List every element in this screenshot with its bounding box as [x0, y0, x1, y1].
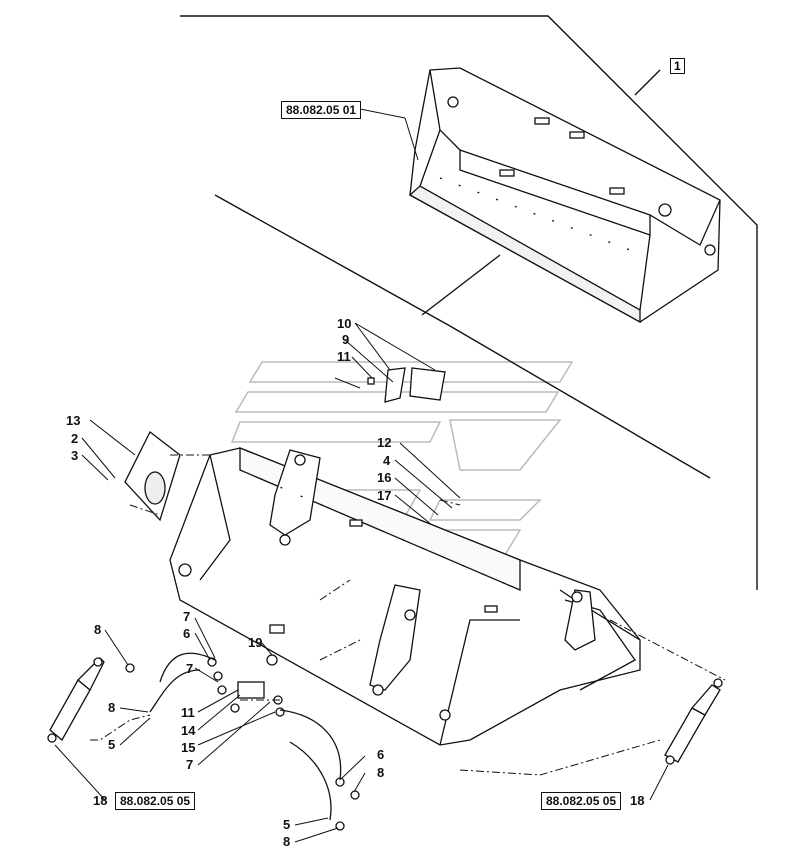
callout-7-b: 7 — [186, 661, 194, 676]
callout-6-b: 6 — [377, 747, 385, 762]
callout-10: 10 — [337, 316, 352, 331]
callout-7: 7 — [183, 609, 191, 624]
callout-8-c: 8 — [377, 765, 385, 780]
callout-18-left: 18 — [93, 793, 108, 808]
callout-2: 2 — [71, 431, 79, 446]
callout-3: 3 — [71, 448, 79, 463]
callout-11-b: 11 — [181, 705, 195, 720]
callout-12: 12 — [377, 435, 392, 450]
callout-19: 19 — [248, 635, 263, 650]
upper-bucket — [408, 67, 721, 324]
callout-14: 14 — [181, 723, 196, 738]
callout-11: 11 — [337, 349, 351, 364]
callout-5: 5 — [108, 737, 116, 752]
callout-16: 16 — [377, 470, 392, 485]
callout-8-b: 8 — [108, 700, 116, 715]
callout-5-b: 5 — [283, 817, 291, 832]
right-cylinder-reference: 88.082.05 05 — [541, 792, 622, 810]
bucket-reference: 88.082.05 01 — [281, 101, 362, 119]
cylinder-left — [47, 657, 105, 743]
callout-15: 15 — [181, 740, 196, 755]
bracket-parts — [367, 367, 446, 403]
cylinder-right — [664, 678, 723, 765]
dashed-assembly-lines — [90, 454, 726, 776]
leader-lines — [54, 107, 669, 843]
callout-9: 9 — [342, 332, 350, 347]
callout-8-d: 8 — [283, 834, 291, 849]
lower-bucket — [169, 447, 641, 746]
callout-8: 8 — [94, 622, 102, 637]
callout-7-c: 7 — [186, 757, 194, 772]
assembly-frame-lines — [180, 15, 758, 590]
assembly-number-box: 1 — [670, 58, 685, 74]
callout-17: 17 — [377, 488, 392, 503]
callout-13: 13 — [66, 413, 81, 428]
callout-18-right: 18 — [630, 793, 645, 808]
callout-4: 4 — [383, 453, 391, 468]
side-guard — [124, 431, 181, 522]
left-cylinder-reference: 88.082.05 05 — [115, 792, 196, 810]
callout-6: 6 — [183, 626, 191, 641]
